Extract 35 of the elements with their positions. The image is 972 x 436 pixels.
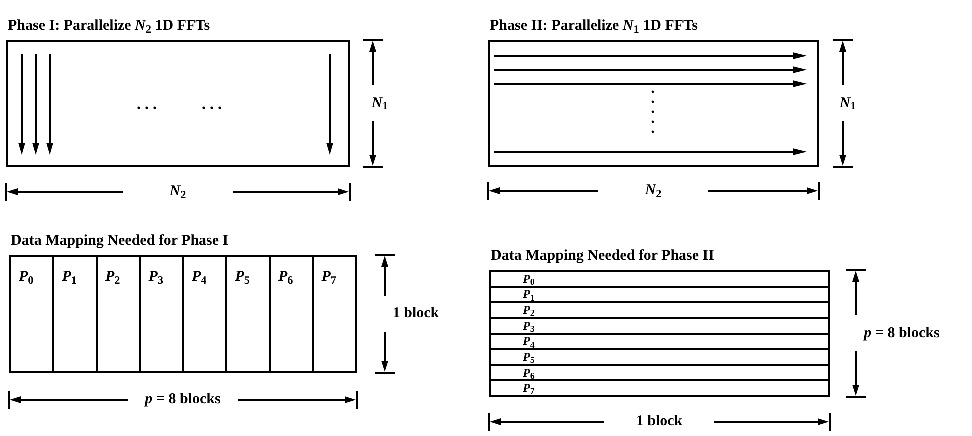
processor-label: P$_{1}$ (523, 288, 535, 300)
processor-label: P$_{5}$ (523, 350, 535, 363)
processor-row (491, 301, 828, 317)
dimension-label: N$_{1}$ (840, 96, 856, 111)
processor-label: P$_{2}$ (523, 304, 535, 316)
panel-heading: Data Mapping Needed for Phase II (491, 249, 714, 264)
processor-label: P$_{6}$ (523, 366, 535, 379)
processor-label: P$_{3}$ (523, 320, 535, 332)
processor-label: P$_{7}$ (523, 382, 535, 394)
processor-label: P$_{6}$ (278, 269, 294, 285)
processor-row (491, 364, 828, 380)
panel-heading: Data Mapping Needed for Phase I (11, 234, 229, 249)
dimension-label: 1 block (392, 306, 440, 322)
processor-label: P$_{4}$ (192, 269, 207, 285)
processor-row (491, 316, 828, 332)
processor-label: P$_{7}$ (322, 269, 337, 285)
processor-label: P$_{4}$ (523, 335, 535, 348)
processor-label: P$_{0}$ (19, 269, 34, 285)
processor-label: P$_{0}$ (523, 272, 535, 285)
dimension-label: N$_{1}$ (372, 96, 388, 111)
dimension-label: N$_{2}$ (645, 184, 662, 198)
processor-label: P$_{1}$ (62, 269, 78, 285)
dimension-label: N$_{2}$ (170, 184, 186, 200)
panel-heading: Phase II: Parallelize N$_{1}$ 1D FFTs (490, 19, 698, 34)
processor-label: P$_{2}$ (106, 269, 120, 285)
processor-row (491, 348, 828, 364)
dimension-label: 1 block (636, 414, 683, 430)
processor-row (491, 286, 828, 302)
processor-row (491, 379, 828, 395)
panel-heading: Phase I: Parallelize N$_{2}$ 1D FFTs (8, 19, 210, 34)
processor-row (491, 332, 828, 348)
dimension-label: p = 8 blocks (145, 392, 221, 408)
processor-label: P$_{3}$ (148, 269, 164, 285)
dimension-label: p = 8 blocks (864, 326, 940, 341)
processor-label: P$_{5}$ (235, 269, 250, 285)
